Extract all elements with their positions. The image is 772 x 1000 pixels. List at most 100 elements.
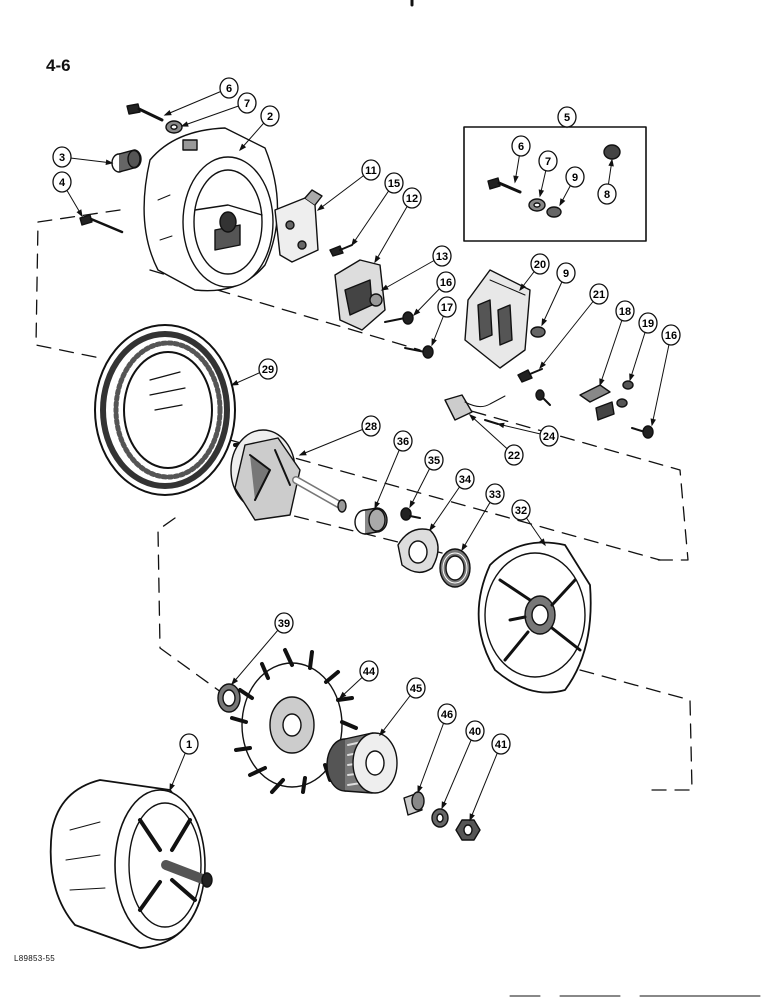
- callout-circle: [661, 324, 681, 346]
- part-3-bushing: [111, 149, 142, 173]
- callout-number: 15: [388, 178, 400, 190]
- callout-number: 18: [619, 306, 631, 318]
- callout-number: 4: [59, 177, 66, 189]
- callout-circle: [258, 358, 278, 380]
- callout-circle: [485, 483, 505, 505]
- leader-line-c33: [461, 493, 496, 551]
- callout-layer: 6723411151213161756798209211819162422292…: [52, 77, 681, 755]
- callout-number: 32: [515, 505, 527, 517]
- leader-line-c11: [317, 169, 372, 211]
- leader-arrow-c16b: [650, 418, 656, 427]
- callout-circle: [219, 77, 239, 99]
- leader-line-c28: [299, 425, 372, 456]
- callout-c45: 45: [406, 677, 426, 699]
- callout-c12: 12: [402, 187, 422, 209]
- callout-c21: 21: [589, 283, 609, 305]
- callout-circle: [455, 468, 475, 490]
- part-44-fan: [230, 648, 358, 794]
- part-12-brush-holder: [334, 259, 386, 331]
- callout-number: 16: [665, 330, 677, 342]
- leader-arrow-c1: [169, 783, 175, 792]
- callout-c15: 15: [384, 172, 404, 194]
- leader-arrow-c17: [431, 338, 437, 347]
- callout-number: 35: [428, 455, 440, 467]
- callout-number: 34: [459, 474, 472, 486]
- callout-c36: 36: [393, 430, 413, 452]
- callout-c16b: 16: [661, 324, 681, 346]
- leader-arrow-c22: [468, 414, 477, 422]
- leader-arrow-c28: [298, 450, 307, 456]
- callout-circle: [237, 92, 257, 114]
- callout-c6b: 6: [511, 135, 531, 157]
- kit-part-9-nut: [546, 206, 562, 218]
- part-7-nut: [165, 120, 183, 134]
- leader-arrow-c2: [239, 143, 247, 152]
- callout-c8: 8: [597, 183, 617, 205]
- leader-arrow-c35: [409, 500, 416, 509]
- callout-circle: [432, 245, 452, 267]
- part-9-nut: [530, 326, 546, 338]
- leader-arrow-c39: [231, 677, 239, 686]
- kit-box-5: [463, 126, 647, 242]
- part-16b-screw: [631, 425, 654, 439]
- callout-number: 3: [59, 152, 65, 164]
- leader-arrow-c18: [599, 378, 605, 387]
- leader-arrow-c8: [608, 158, 614, 167]
- callout-circle: [556, 262, 576, 284]
- callout-number: 36: [397, 436, 409, 448]
- leader-arrow-c36: [374, 501, 380, 510]
- leader-arrow-c21: [539, 361, 546, 370]
- leader-line-c6a: [164, 87, 230, 116]
- callout-c40: 40: [465, 720, 485, 742]
- callout-number: 22: [508, 450, 520, 462]
- kit-part-7-nut: [528, 198, 546, 212]
- part-36-bearing: [354, 507, 388, 535]
- part-20-rectifier: [464, 269, 531, 369]
- kit-part-8-cap: [603, 144, 621, 160]
- part-29-stator: [94, 324, 236, 496]
- callout-c35: 35: [424, 449, 444, 471]
- part-1-alternator-assembly: [49, 779, 213, 949]
- callout-c28: 28: [361, 415, 381, 437]
- leader-arrow-c7b: [538, 189, 545, 198]
- callout-circle: [436, 271, 456, 293]
- page-number: 4-6: [46, 56, 71, 75]
- callout-circle: [179, 733, 199, 755]
- leader-line-c21: [539, 293, 600, 369]
- part-40-washer: [431, 808, 449, 828]
- part-34-retainer: [397, 528, 439, 573]
- leader-line-c46: [417, 713, 448, 793]
- callout-circle: [384, 172, 404, 194]
- leader-arrow-c16a: [412, 308, 421, 317]
- callout-c41: 41: [491, 733, 511, 755]
- callout-number: 11: [365, 165, 377, 177]
- leader-arrow-c9a: [559, 198, 566, 207]
- part-19-nut: [616, 380, 634, 408]
- leader-line-c13: [381, 255, 443, 291]
- leader-arrow-c46: [417, 785, 423, 794]
- callout-c39: 39: [274, 612, 294, 634]
- leader-line-c15: [351, 182, 395, 246]
- part-45-pulley: [326, 732, 398, 794]
- callout-number: 7: [545, 156, 551, 168]
- callout-number: 6: [518, 141, 524, 153]
- callout-c9b: 9: [556, 262, 576, 284]
- callout-number: 8: [604, 189, 610, 201]
- leader-line-c34: [429, 478, 466, 531]
- callout-c46: 46: [437, 703, 457, 725]
- part-28-rotor: [230, 429, 347, 521]
- callout-number: 2: [267, 111, 273, 123]
- callout-number: 6: [226, 83, 232, 95]
- leader-arrow-c24: [496, 422, 505, 429]
- leader-line-c18: [599, 310, 626, 386]
- leader-line-c39: [231, 622, 285, 685]
- leader-arrow-c4: [76, 209, 83, 218]
- callout-c13: 13: [432, 245, 452, 267]
- part-11-regulator: [274, 189, 323, 263]
- callout-circle: [274, 612, 294, 634]
- callout-circle: [597, 183, 617, 205]
- callout-number: 20: [534, 259, 546, 271]
- callout-number: 12: [406, 193, 418, 205]
